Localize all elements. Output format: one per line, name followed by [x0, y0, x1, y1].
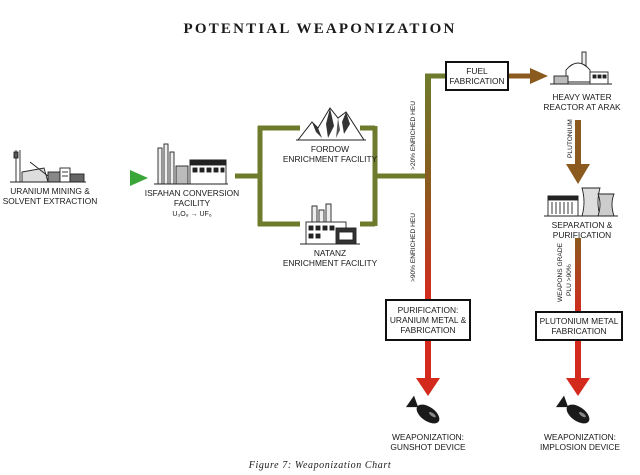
mountain-icon	[296, 107, 366, 141]
arak-label-1: HEAVY WATER	[552, 92, 611, 102]
flow-arrow-arak-to-separation	[566, 120, 590, 184]
mining-label-1: URANIUM MINING &	[10, 186, 90, 196]
purification-label-2: URANIUM METAL &	[390, 315, 467, 325]
isfahan-formula: U₃O₈ → UF₆	[172, 211, 211, 218]
gunshot-label-2: GUNSHOT DEVICE	[390, 442, 466, 452]
implosion-label-1: WEAPONIZATION:	[544, 432, 616, 442]
flow-line-separation-to-plutonium	[575, 238, 581, 316]
leu-flow-label: >20% ENRICHED HEU	[410, 101, 417, 170]
fordow-label-2: ENRICHMENT FACILITY	[283, 154, 378, 164]
flow-arrow-fuel-to-arak	[508, 68, 548, 84]
plutonium-flow-label: PLUTONIUM	[567, 119, 574, 158]
flow-arrow-to-implosion	[566, 338, 590, 396]
factory-icon	[300, 203, 360, 245]
figure-caption: Figure 7: Weaponization Chart	[248, 460, 392, 471]
purification-uranium-box: PURIFICATION: URANIUM METAL & FABRICATIO…	[385, 299, 471, 341]
plutonium-metal-box: PLUTONIUM METAL FABRICATION	[535, 311, 623, 341]
mining-plant-icon	[10, 150, 86, 183]
weapons-grade-label-1: WEAPONS GRADE	[557, 242, 564, 302]
plutonium-metal-label-2: FABRICATION	[551, 326, 606, 336]
heu-flow-label: >90% ENRICHED HEU	[410, 213, 417, 282]
fuel-fabrication-box: FUEL FABRICATION	[445, 61, 509, 91]
mining-label-2: SOLVENT EXTRACTION	[3, 196, 98, 206]
gunshot-label-1: WEAPONIZATION:	[392, 432, 464, 442]
natanz-label-1: NATANZ	[314, 248, 346, 258]
separation-label-2: PURIFICATION	[553, 230, 611, 240]
arak-label-2: REACTOR AT ARAK	[543, 102, 621, 112]
fuel-fabrication-label-2: FABRICATION	[449, 76, 504, 86]
conversion-plant-icon	[154, 143, 228, 185]
page-title: POTENTIAL WEAPONIZATION	[183, 21, 456, 37]
reactor-icon	[550, 51, 612, 85]
fuel-fabrication-label-1: FUEL	[466, 66, 488, 76]
fordow-label-1: FORDOW	[311, 144, 349, 154]
plutonium-metal-label-1: PLUTONIUM METAL	[540, 316, 619, 326]
flow-arrow-to-gunshot	[416, 340, 440, 396]
cooling-tower-icon	[544, 187, 618, 217]
flow-arrow-mining-to-isfahan	[104, 170, 148, 186]
implosion-label-2: IMPLOSION DEVICE	[540, 442, 620, 452]
purification-label-1: PURIFICATION:	[398, 305, 459, 315]
weapons-grade-label-2: PLU >90%	[566, 264, 573, 296]
natanz-label-2: ENRICHMENT FACILITY	[283, 258, 378, 268]
bomb-icon	[555, 395, 590, 424]
separation-label-1: SEPARATION &	[552, 220, 613, 230]
bomb-icon	[405, 395, 440, 424]
isfahan-label-2: FACILITY	[174, 198, 211, 208]
purification-label-3: FABRICATION	[400, 325, 455, 335]
flow-line-main-trunk	[425, 74, 431, 300]
isfahan-label-1: ISFAHAN CONVERSION	[145, 188, 239, 198]
